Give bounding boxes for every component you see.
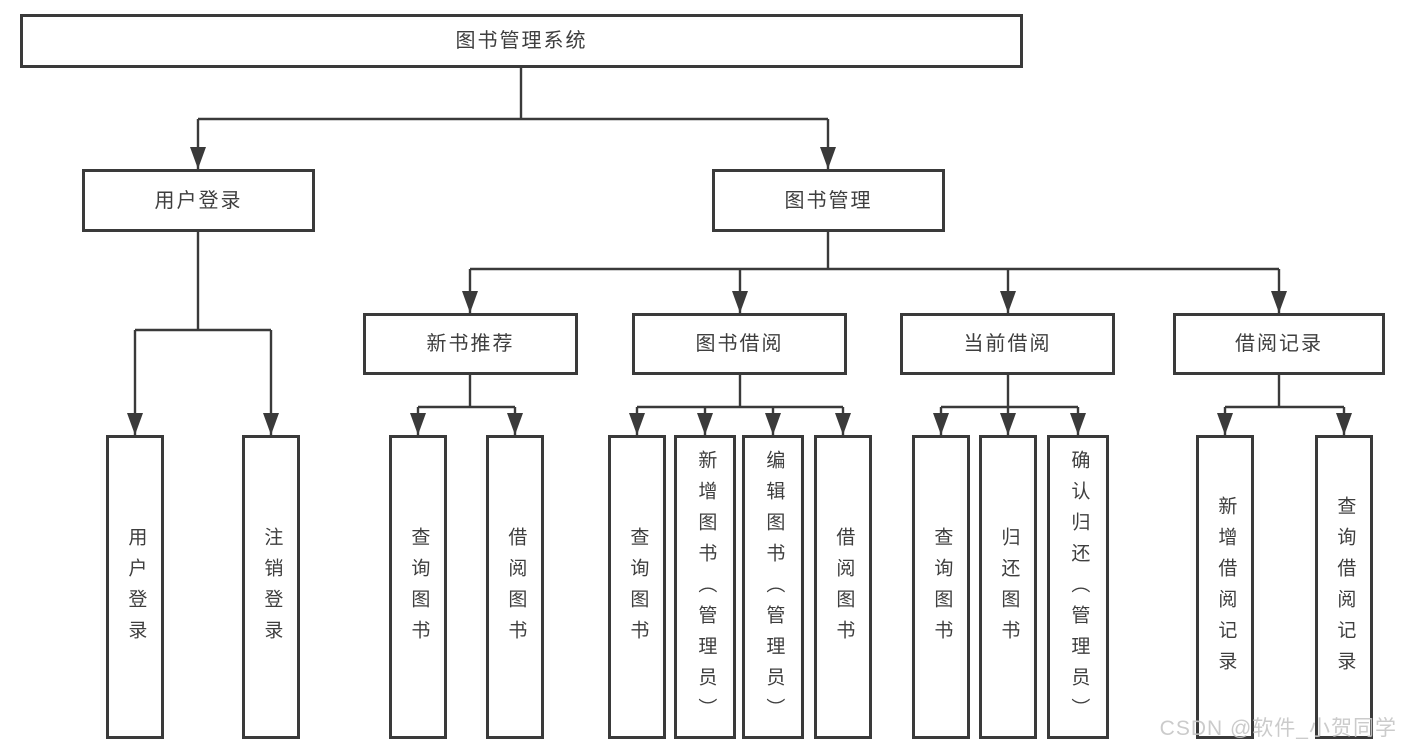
node-library-system: 图书管理系统 xyxy=(20,14,1023,68)
node-current-borrowing: 当前借阅 xyxy=(900,313,1115,375)
leaf-query-borrow-record: 查询借阅记录 xyxy=(1315,435,1373,739)
leaf-query-books-borrowing: 查询图书 xyxy=(608,435,666,739)
leaf-query-books-current: 查询图书 xyxy=(912,435,970,739)
leaf-query-books-recommend: 查询图书 xyxy=(389,435,447,739)
tree-connectors xyxy=(133,68,1346,435)
node-user-login: 用户登录 xyxy=(82,169,315,232)
node-borrowing-records: 借阅记录 xyxy=(1173,313,1385,375)
leaf-confirm-return-admin: 确认归还（管理员） xyxy=(1047,435,1109,739)
leaf-return-book: 归还图书 xyxy=(979,435,1037,739)
leaf-edit-book-admin: 编辑图书（管理员） xyxy=(742,435,804,739)
leaf-logout: 注销登录 xyxy=(242,435,300,739)
leaf-user-login: 用户登录 xyxy=(106,435,164,739)
watermark: CSDN @软件_小贺同学 xyxy=(1159,717,1397,740)
node-new-book-recommendation: 新书推荐 xyxy=(363,313,578,375)
node-book-borrowing: 图书借阅 xyxy=(632,313,847,375)
node-book-management: 图书管理 xyxy=(712,169,945,232)
leaf-borrow-books-recommend: 借阅图书 xyxy=(486,435,544,739)
leaf-add-borrow-record: 新增借阅记录 xyxy=(1196,435,1254,739)
leaf-add-book-admin: 新增图书（管理员） xyxy=(674,435,736,739)
leaf-borrow-books-borrowing: 借阅图书 xyxy=(814,435,872,739)
